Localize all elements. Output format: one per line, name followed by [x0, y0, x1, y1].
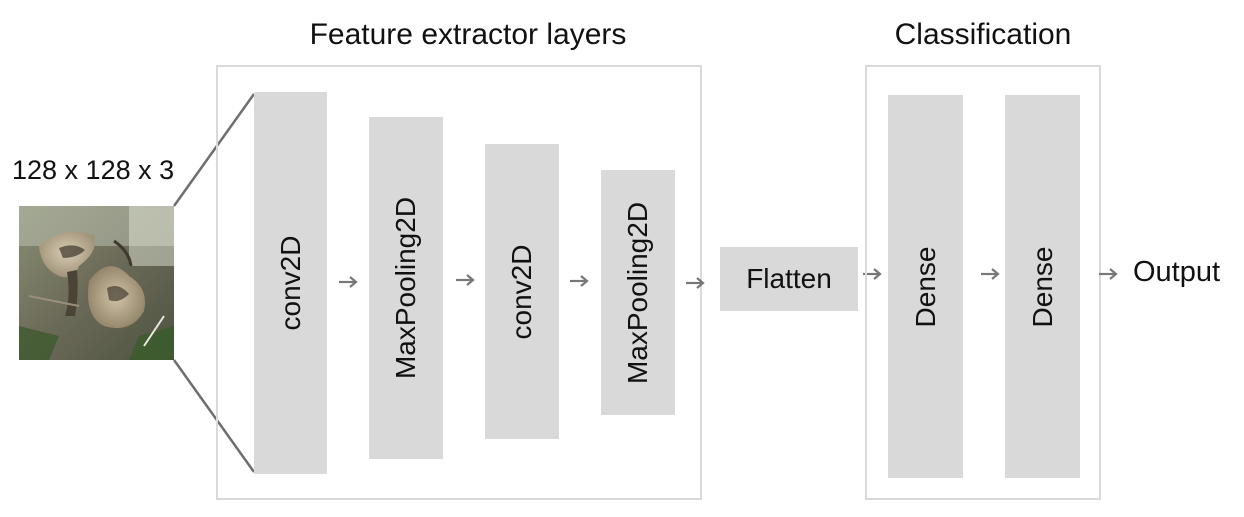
input-mushroom-image [19, 206, 174, 360]
classification-box [865, 65, 1101, 500]
output-label: Output [1133, 256, 1221, 288]
arrow-right-icon [456, 274, 475, 286]
arrow-right-icon [339, 276, 358, 288]
flatten-layer: Flatten [720, 247, 858, 311]
arrow-right-icon [570, 275, 589, 287]
arrow-right-icon [1099, 268, 1118, 280]
input-size-label: 128 x 128 x 3 [12, 155, 175, 185]
arrow-right-icon [981, 268, 1000, 280]
maxpooling2d-layer-1-label: MaxPooling2D [390, 196, 421, 380]
maxpooling2d-layer-2-label: MaxPooling2D [622, 201, 653, 384]
dense-layer-2-label: Dense [1026, 246, 1058, 327]
dense-layer-2: Dense [1005, 95, 1080, 478]
conv2d-layer-1-label: conv2D [274, 235, 306, 331]
conv2d-layer-2: conv2D [485, 144, 559, 439]
dense-layer-1-label: Dense [909, 246, 941, 327]
maxpooling2d-layer-1: MaxPooling2D [369, 117, 443, 459]
conv2d-layer-2-label: conv2D [506, 244, 537, 339]
dense-layer-1: Dense [888, 95, 963, 478]
feature-extractor-title: Feature extractor layers [309, 18, 627, 51]
conv2d-layer-1: conv2D [254, 92, 327, 474]
arrow-right-icon [686, 277, 705, 289]
maxpooling2d-layer-2: MaxPooling2D [601, 170, 675, 415]
classification-title: Classification [894, 18, 1072, 51]
flatten-layer-label: Flatten [746, 263, 832, 294]
